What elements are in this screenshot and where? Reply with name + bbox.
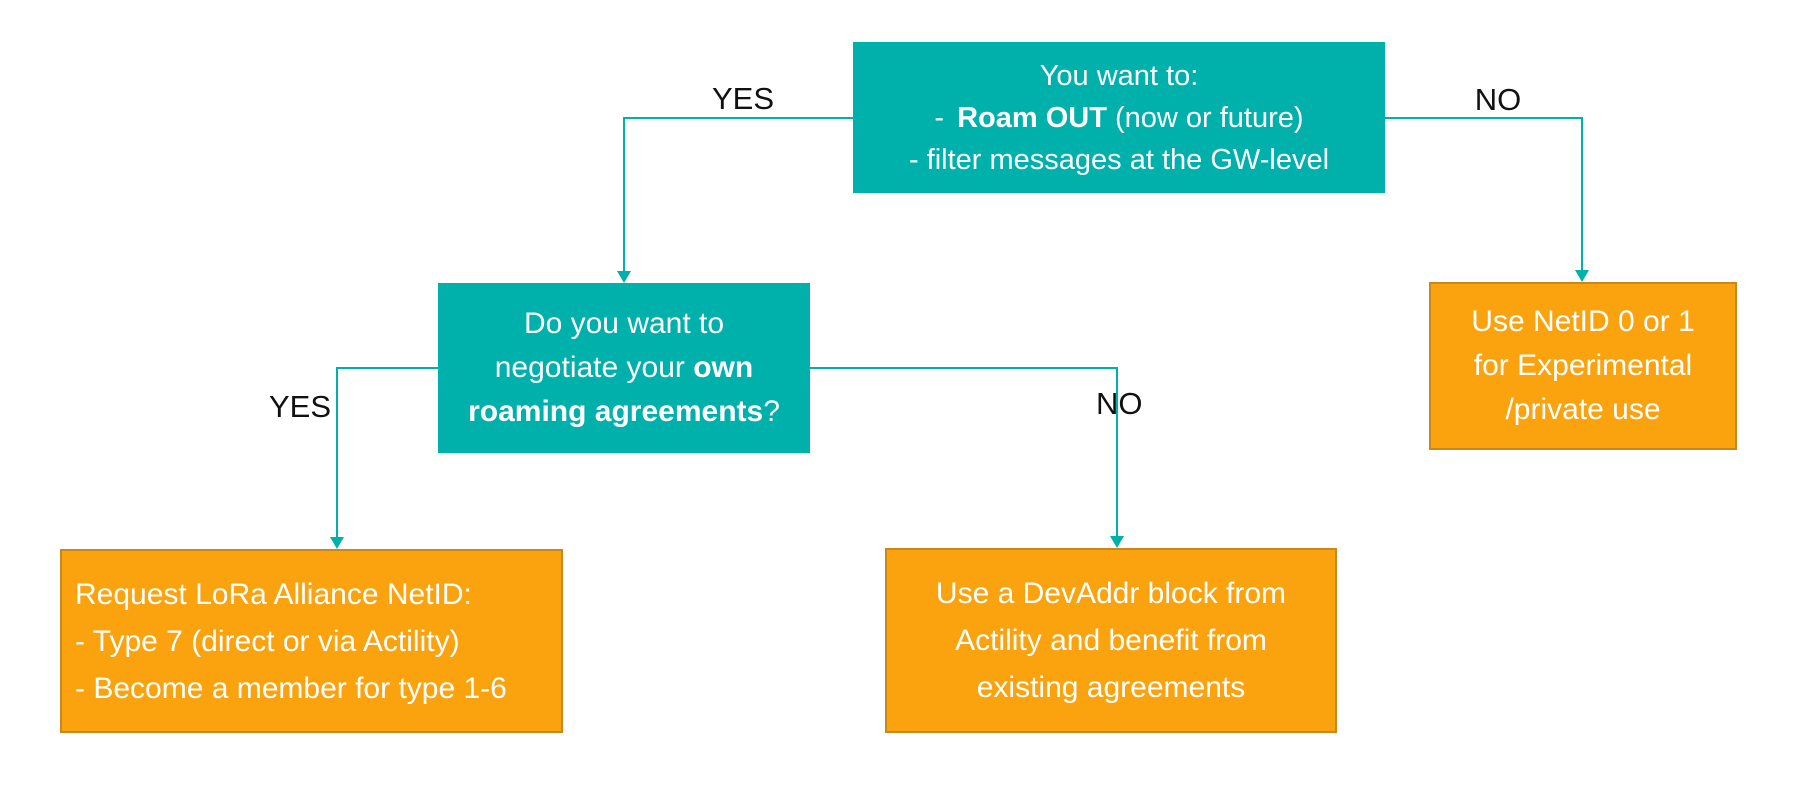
box-text-line: Actility and benefit from xyxy=(955,624,1267,657)
box-text-line: - filter messages at the GW-level xyxy=(908,143,1330,176)
connector-root-yes-horizontal xyxy=(624,117,853,119)
box-text-line: You want to: xyxy=(1039,59,1199,92)
connector-negotiate-no-vertical xyxy=(1116,367,1118,537)
connector-root-no-vertical xyxy=(1581,117,1583,271)
edge-label-negotiate-yes: YES xyxy=(268,389,332,424)
box-text-line: Use NetID 0 or 1 xyxy=(1471,305,1695,338)
edge-label-root-yes: YES xyxy=(711,81,775,116)
box-text-line: negotiate your own xyxy=(494,351,754,384)
result-box-request-netid: Request LoRa Alliance NetID: - Type 7 (d… xyxy=(60,549,563,733)
connector-negotiate-yes-vertical xyxy=(336,367,338,538)
connector-negotiate-no-horizontal xyxy=(810,367,1118,369)
connector-root-no-horizontal xyxy=(1385,117,1583,119)
box-text-line: - Type 7 (direct or via Actility) xyxy=(75,624,460,658)
edge-label-root-no: NO xyxy=(1474,82,1522,117)
connector-root-yes-vertical xyxy=(623,117,625,272)
result-box-devaddr-block: Use a DevAddr block from Actility and be… xyxy=(885,548,1337,733)
box-text-line: roaming agreements? xyxy=(468,395,780,428)
box-text-line: /private use xyxy=(1505,393,1661,426)
box-text-line: existing agreements xyxy=(976,671,1246,704)
arrow-down-icon xyxy=(1575,270,1589,282)
box-text-line: Use a DevAddr block from xyxy=(935,577,1287,610)
box-text-line: - Become a member for type 1-6 xyxy=(75,671,507,705)
connector-negotiate-yes-horizontal xyxy=(337,367,438,369)
decision-box-roam-out: You want to: -Roam OUT (now or future) -… xyxy=(853,42,1385,193)
box-text-line: Request LoRa Alliance NetID: xyxy=(75,577,472,611)
arrow-down-icon xyxy=(1110,536,1124,548)
arrow-down-icon xyxy=(617,271,631,283)
box-text-line: for Experimental xyxy=(1473,349,1693,382)
arrow-down-icon xyxy=(330,537,344,549)
edge-label-negotiate-no: NO xyxy=(1096,386,1143,421)
box-text-line: Do you want to xyxy=(523,307,725,340)
result-box-netid-0-1: Use NetID 0 or 1 for Experimental /priva… xyxy=(1429,282,1737,450)
box-text-line: -Roam OUT (now or future) xyxy=(934,101,1304,134)
decision-box-negotiate-roaming: Do you want to negotiate your own roamin… xyxy=(438,283,810,453)
